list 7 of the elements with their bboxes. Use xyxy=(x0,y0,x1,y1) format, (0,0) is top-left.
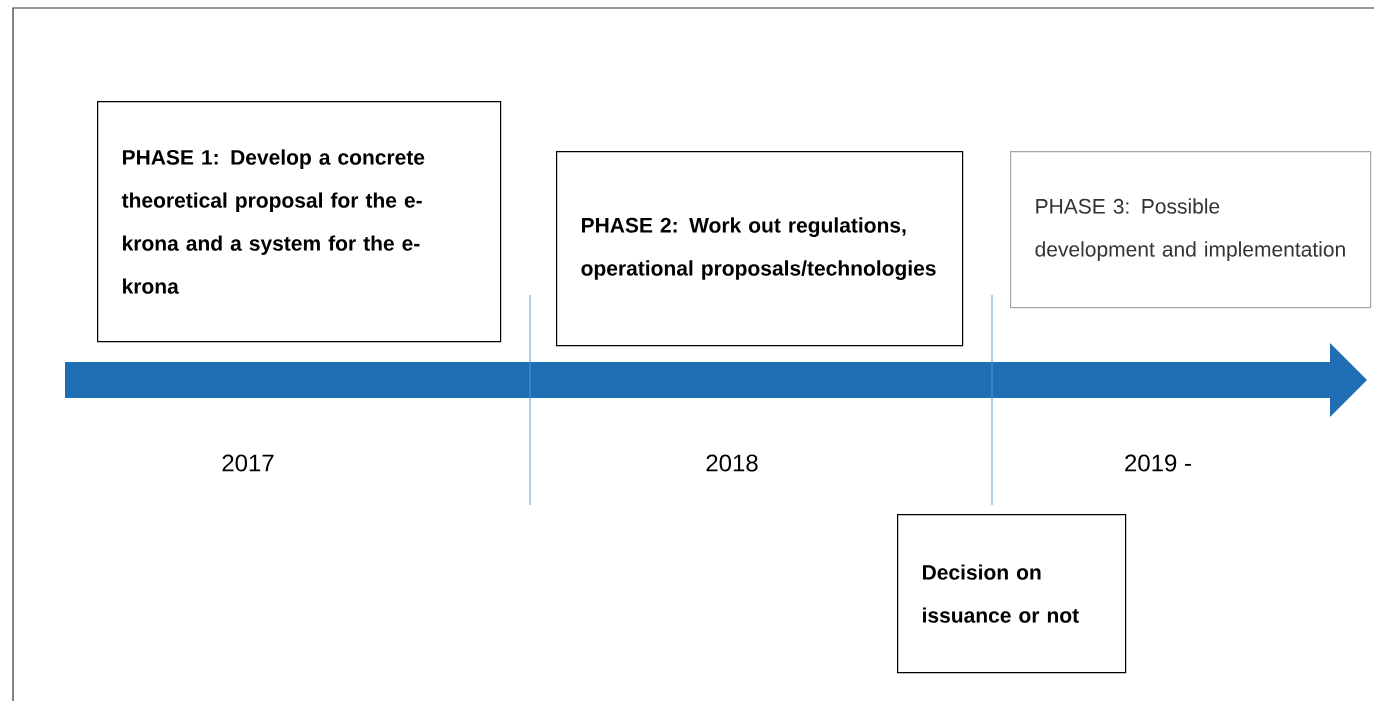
phase-box: PHASE 1: Develop a concrete theoretical proposal for the e-krona and a system for the e-krona xyxy=(97,101,502,343)
year-label: 2019 - xyxy=(1125,454,1191,472)
year-label: 2017 xyxy=(222,454,274,472)
year-label: 2018 xyxy=(706,454,758,472)
phase-box: PHASE 3: Possible development and implementation xyxy=(1010,151,1372,309)
phase-box: PHASE 2: Work out regulations, operational proposals/technologies xyxy=(556,151,964,347)
decision-box: Decision on issuance or not xyxy=(897,514,1127,674)
